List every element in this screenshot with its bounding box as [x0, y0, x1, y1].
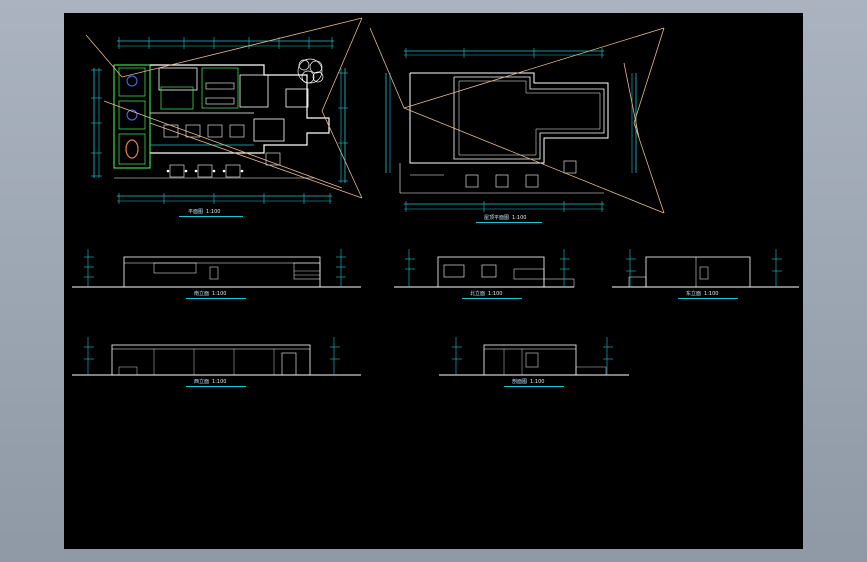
elevation-south [72, 249, 361, 288]
caption-underline [678, 298, 738, 299]
caption-underline [186, 386, 246, 387]
caption-underline [476, 222, 542, 223]
caption-underline [504, 386, 564, 387]
section-view [439, 337, 629, 376]
floor-plan [85, 17, 363, 204]
roof-plan [369, 27, 665, 214]
elevation-west [72, 337, 361, 376]
elevation-north [394, 249, 575, 288]
caption-underline [462, 298, 522, 299]
drawing-sheet [72, 17, 799, 376]
caption-underline [179, 216, 243, 217]
elevation-east [612, 249, 799, 288]
caption-underline [186, 298, 246, 299]
